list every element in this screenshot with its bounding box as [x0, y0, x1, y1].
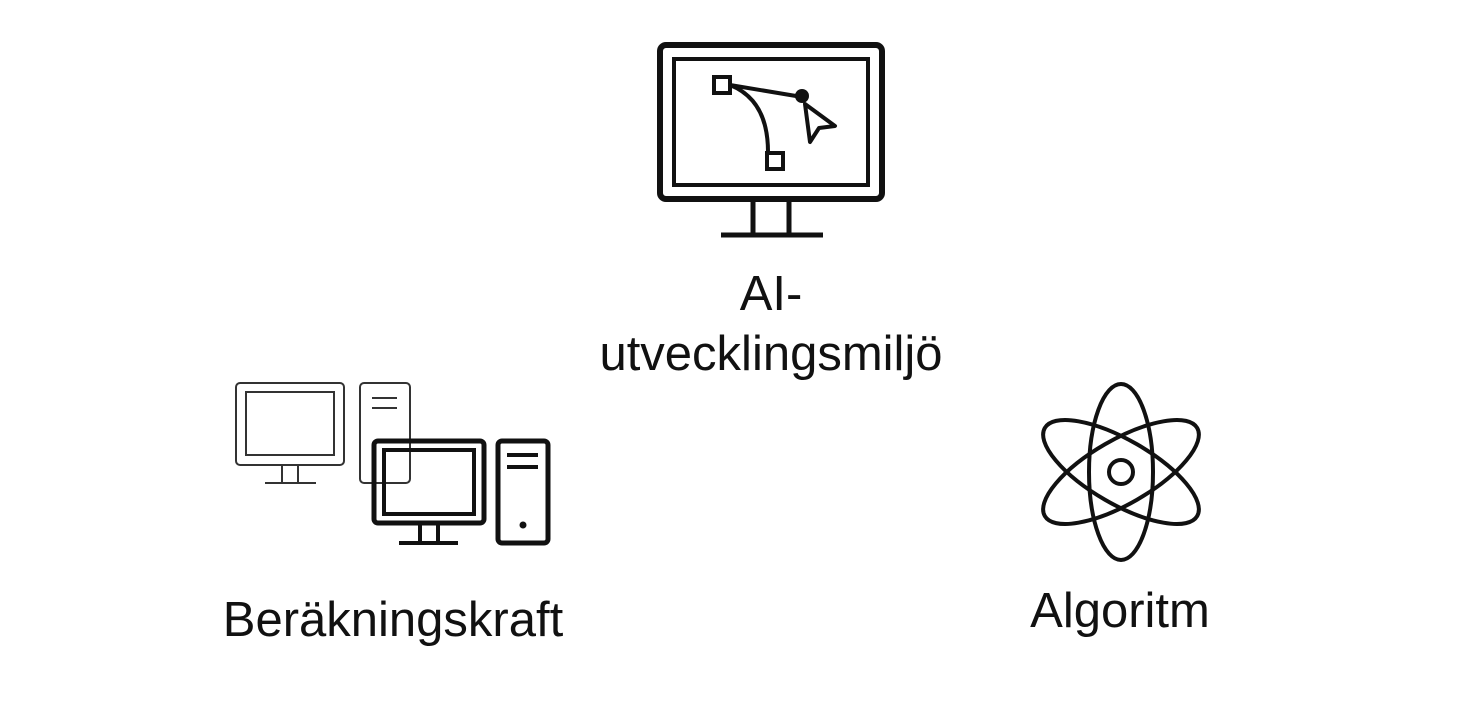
- ai-environment-label: AI- utvecklingsmiljö: [571, 264, 971, 384]
- ai-environment-label-line1: AI-: [739, 267, 803, 321]
- atom-icon: [1041, 382, 1201, 562]
- computers-icon: [235, 382, 551, 546]
- monitor-bezier-icon: [657, 42, 885, 238]
- ai-environment-label-line2: utvecklingsmiljö: [599, 327, 943, 381]
- algorithm-label: Algoritm: [1030, 584, 1210, 638]
- compute-label: Beräkningskraft: [222, 593, 564, 647]
